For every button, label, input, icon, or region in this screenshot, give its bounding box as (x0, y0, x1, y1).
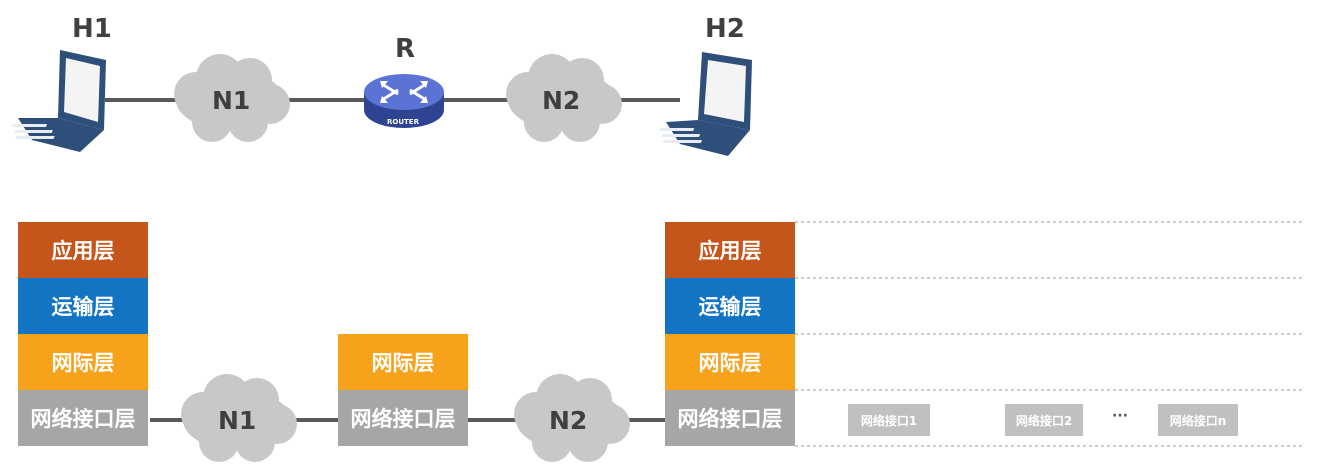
interface-ellipsis: ··· (1112, 408, 1128, 424)
laptop-icon (11, 50, 106, 152)
interface-item: 网络接口1 (848, 404, 930, 436)
network-n1-label: N1 (212, 86, 251, 115)
h1-interface-layer: 网络接口层 (18, 390, 148, 446)
router-badge: ROUTER (387, 118, 419, 126)
h1-transport-layer: 运输层 (18, 278, 148, 334)
cloud-icon (174, 54, 630, 462)
laptop-icon (659, 52, 752, 156)
h2-interface-layer: 网络接口层 (665, 390, 795, 446)
network-n1-bottom-label: N1 (218, 406, 257, 435)
router-interface-layer: 网络接口层 (338, 390, 468, 446)
router-icon (364, 74, 444, 128)
dashed-guides (795, 221, 1305, 447)
interface-item: 网络接口n (1158, 404, 1238, 436)
network-n2-bottom-label: N2 (549, 406, 588, 435)
h1-internet-layer: 网际层 (18, 334, 148, 390)
router-internet-layer: 网际层 (338, 334, 468, 390)
h2-application-layer: 应用层 (665, 222, 795, 278)
interface-item: 网络接口2 (1005, 404, 1083, 436)
router-label: R (395, 34, 416, 64)
host-h1-label: H1 (72, 14, 112, 44)
h1-application-layer: 应用层 (18, 222, 148, 278)
h2-transport-layer: 运输层 (665, 278, 795, 334)
network-n2-label: N2 (542, 86, 581, 115)
host-h2-label: H2 (705, 14, 745, 44)
h2-internet-layer: 网际层 (665, 334, 795, 390)
